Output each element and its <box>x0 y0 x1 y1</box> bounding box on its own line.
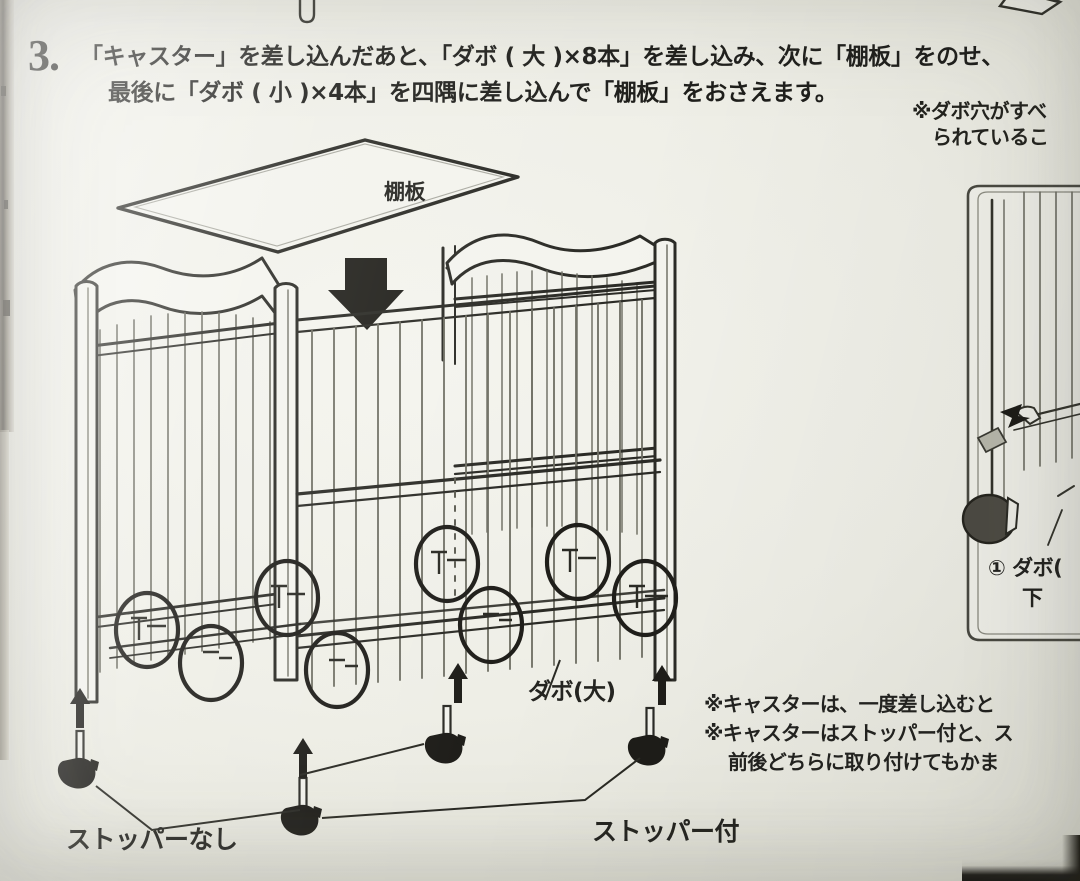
photo-corner-shadow-right <box>1062 835 1080 881</box>
caster-no-stopper-1 <box>56 729 101 790</box>
down-arrow-icon <box>328 258 404 330</box>
note-line-2: ※キャスターはストッパー付と、ス <box>704 721 1014 745</box>
step-number: 3. <box>28 31 60 80</box>
caster-notes: ※キャスターは、一度差し込むと ※キャスターはストッパー付と、ス 前後どちらに取… <box>704 690 1080 777</box>
shelf-board-label: 棚板 <box>384 180 426 204</box>
page-edge-strip-lower <box>0 430 9 760</box>
inset-label-line-2: 下 <box>1022 586 1043 610</box>
crib-post-left <box>74 280 99 704</box>
caster-with-stopper-front <box>279 776 324 837</box>
note-line-3: 前後どちらに取り付けてもかま <box>728 750 999 774</box>
top-cutoff-art <box>298 0 1063 24</box>
dowel-circle-2 <box>177 623 245 703</box>
header-side-note: ※ダボ穴がすべ られているこ <box>912 98 1049 151</box>
crib-post-center <box>273 282 299 682</box>
caster-mid <box>423 704 468 765</box>
step-text-line-1: 「キャスター」を差し込んだあと、「ダボ ( 大 )×8本」を差し込み、次に「棚板… <box>80 44 1004 70</box>
page-edge-strip <box>0 0 14 432</box>
dowel-circle-7 <box>544 522 612 602</box>
inset-label-line-1: ① ダボ( <box>988 556 1063 580</box>
step-text-line-2: 最後に「ダボ ( 小 )×4本」を四隅に差し込んで「棚板」をおさえます。 <box>108 80 838 106</box>
dowel-large-label: ダボ(大) <box>528 679 616 705</box>
caster-with-stopper-right <box>626 706 671 767</box>
caster-stopper-label: ストッパー付 <box>592 817 740 846</box>
header-note-line-1: ※ダボ穴がすべ <box>912 99 1047 123</box>
dowel-circle-5 <box>413 524 481 604</box>
caster-no-stopper-label: ストッパーなし <box>66 825 238 854</box>
caster-arrow-3 <box>448 663 468 703</box>
header-note-line-2: られているこ <box>932 125 1049 150</box>
note-line-1: ※キャスターは、一度差し込むと <box>704 692 995 716</box>
